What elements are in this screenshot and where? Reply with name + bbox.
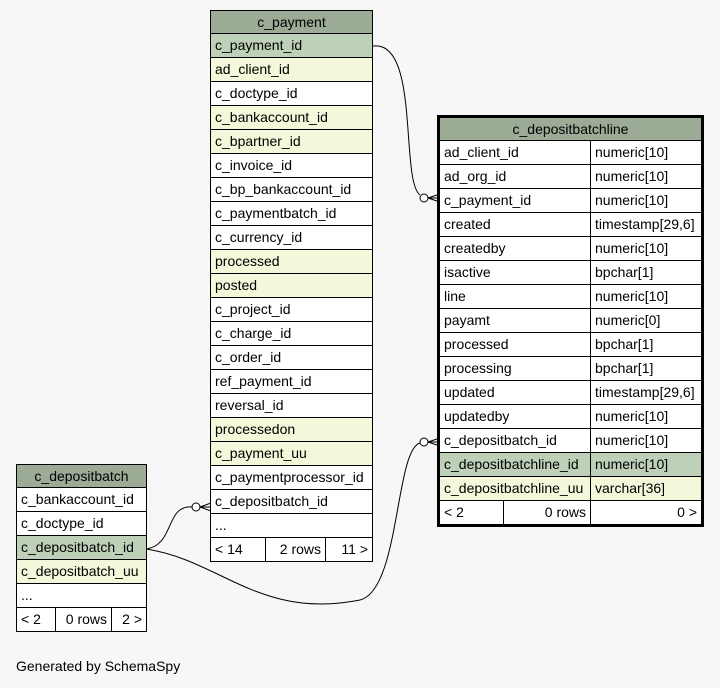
column-row[interactable]: processedon <box>211 418 372 442</box>
column-name: c_payment_id <box>440 189 591 212</box>
column-row[interactable]: c_bpartner_id <box>211 130 372 154</box>
column-row[interactable]: c_invoice_id <box>211 154 372 178</box>
column-type: numeric[10] <box>595 144 669 160</box>
footer-children-count[interactable]: 11 > <box>341 541 368 557</box>
column-name: ad_org_id <box>440 165 591 188</box>
column-name: createdby <box>440 237 591 260</box>
link-payment-to-depositbatchline <box>372 45 421 196</box>
column-row[interactable]: ... <box>211 514 372 538</box>
column-type: numeric[10] <box>595 432 669 448</box>
column-row[interactable]: c_depositbatch_id <box>17 536 146 560</box>
table-header[interactable]: c_depositbatchline <box>440 118 701 141</box>
generated-by-label: Generated by SchemaSpy <box>16 658 181 674</box>
column-name: payamt <box>440 309 591 332</box>
column-row[interactable]: c_payment_id <box>211 34 372 58</box>
footer-parents-count[interactable]: < 14 <box>211 538 266 561</box>
footer-parents-count[interactable]: < 2 <box>17 608 56 631</box>
column-row[interactable]: ad_client_id <box>211 58 372 82</box>
column-row[interactable]: processed <box>211 250 372 274</box>
footer-row-count[interactable]: 0 rows <box>504 501 591 524</box>
link-optional-marker <box>419 193 429 203</box>
column-name: isactive <box>440 261 591 284</box>
column-type: numeric[10] <box>595 408 669 424</box>
column-row[interactable]: c_bp_bankaccount_id <box>211 178 372 202</box>
column-type: timestamp[29,6] <box>595 216 695 232</box>
column-row[interactable]: c_bankaccount_id <box>17 488 146 512</box>
column-name: updatedby <box>440 405 591 428</box>
footer-children-count[interactable]: 2 > <box>122 611 142 627</box>
column-name: processing <box>440 357 591 380</box>
column-row[interactable]: c_paymentprocessor_id <box>211 466 372 490</box>
column-type: numeric[10] <box>595 456 669 472</box>
column-row[interactable]: c_currency_id <box>211 226 372 250</box>
column-row[interactable]: ref_payment_id <box>211 370 372 394</box>
column-type: numeric[10] <box>595 192 669 208</box>
column-row[interactable]: ... <box>17 584 146 608</box>
column-row[interactable]: c_charge_id <box>211 322 372 346</box>
column-type: bpchar[1] <box>595 264 654 280</box>
column-type: timestamp[29,6] <box>595 384 695 400</box>
column-type: numeric[10] <box>595 240 669 256</box>
footer-row-count[interactable]: 0 rows <box>56 608 112 631</box>
column-type: bpchar[1] <box>595 360 654 376</box>
column-row[interactable]: posted <box>211 274 372 298</box>
table-header[interactable]: c_payment <box>211 11 372 34</box>
column-name: c_depositbatchline_id <box>440 453 591 476</box>
column-row[interactable]: c_order_id <box>211 346 372 370</box>
column-type: varchar[36] <box>595 480 666 496</box>
column-type: bpchar[1] <box>595 336 654 352</box>
footer-parents-count[interactable]: < 2 <box>440 501 504 524</box>
link-optional-marker <box>419 437 429 447</box>
column-name: processed <box>440 333 591 356</box>
column-type: numeric[10] <box>595 168 669 184</box>
footer-children-count[interactable]: 0 > <box>677 504 697 520</box>
column-row[interactable]: c_doctype_id <box>211 82 372 106</box>
column-row[interactable]: reversal_id <box>211 394 372 418</box>
column-name: ad_client_id <box>440 141 591 164</box>
column-type: numeric[10] <box>595 288 669 304</box>
link-optional-marker <box>191 502 201 512</box>
column-name: line <box>440 285 591 308</box>
column-name: c_depositbatchline_uu <box>440 477 591 500</box>
table-header[interactable]: c_depositbatch <box>17 465 146 488</box>
column-row[interactable]: c_bankaccount_id <box>211 106 372 130</box>
footer-row-count[interactable]: 2 rows <box>266 538 326 561</box>
column-name: updated <box>440 381 591 404</box>
column-row[interactable]: c_paymentbatch_id <box>211 202 372 226</box>
column-row[interactable]: c_depositbatch_uu <box>17 560 146 584</box>
column-row[interactable]: c_doctype_id <box>17 512 146 536</box>
column-name: created <box>440 213 591 236</box>
column-type: numeric[0] <box>595 312 661 328</box>
column-row[interactable]: c_project_id <box>211 298 372 322</box>
column-row[interactable]: c_depositbatch_id <box>211 490 372 514</box>
column-row[interactable]: c_payment_uu <box>211 442 372 466</box>
link-depositbatch-to-payment <box>145 506 193 550</box>
column-name: c_depositbatch_id <box>440 429 591 452</box>
